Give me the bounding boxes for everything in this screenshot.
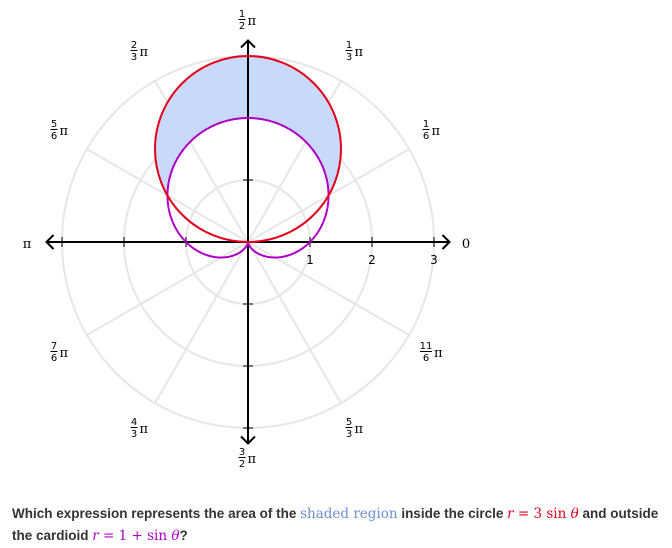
svg-text:2: 2 — [239, 459, 245, 470]
svg-text:π: π — [248, 452, 257, 467]
svg-text:11: 11 — [420, 341, 433, 352]
grid-spoke — [154, 241, 249, 404]
svg-text:1: 1 — [346, 40, 352, 51]
axis-arrow — [240, 435, 256, 445]
radial-tick-3: 3 — [430, 253, 438, 267]
question-text: Which expression represents the area of … — [12, 503, 668, 547]
svg-text:2: 2 — [239, 21, 245, 32]
shaded-region-term: shaded region — [300, 506, 398, 522]
axis-arrow — [240, 39, 256, 49]
question-middle-2: and outside the cardioid — [12, 506, 659, 543]
svg-text:1: 1 — [239, 9, 245, 20]
svg-text:π: π — [60, 124, 69, 139]
svg-text:4: 4 — [131, 417, 137, 428]
svg-text:5: 5 — [51, 119, 57, 130]
grid-spoke — [247, 241, 410, 336]
svg-text:π: π — [248, 14, 257, 29]
svg-text:6: 6 — [423, 353, 429, 364]
svg-text:3: 3 — [131, 429, 137, 440]
svg-text:π: π — [60, 346, 69, 361]
circle-equation: r = 3 sin θ — [507, 506, 579, 522]
svg-text:6: 6 — [423, 131, 429, 142]
svg-text:3: 3 — [239, 447, 245, 458]
svg-text:7: 7 — [51, 341, 57, 352]
question-suffix: ? — [179, 528, 188, 543]
svg-text:π: π — [355, 45, 364, 60]
shaded-region — [155, 56, 341, 196]
svg-text:π: π — [23, 237, 32, 252]
axis-arrow — [45, 234, 55, 250]
svg-text:π: π — [432, 124, 441, 139]
circle-curve — [154, 55, 342, 243]
svg-text:6: 6 — [51, 353, 57, 364]
grid-spoke — [86, 241, 249, 336]
svg-text:6: 6 — [51, 131, 57, 142]
svg-text:π: π — [434, 346, 443, 361]
grid-spoke — [247, 241, 342, 404]
svg-text:π: π — [140, 422, 149, 437]
radial-tick-1: 1 — [306, 253, 314, 267]
svg-text:1: 1 — [423, 119, 429, 130]
question-prefix: Which expression represents the area of … — [12, 506, 301, 521]
angle-label-0: 0 — [462, 237, 470, 252]
cardioid-curve — [166, 116, 330, 259]
axis-arrow — [441, 234, 451, 250]
svg-text:2: 2 — [131, 40, 137, 51]
cardioid-equation: r = 1 + sin θ — [92, 528, 180, 544]
question-middle: inside the circle — [397, 506, 508, 521]
svg-text:5: 5 — [346, 417, 352, 428]
angle-label-pi: π — [23, 237, 32, 252]
svg-text:0: 0 — [462, 237, 470, 252]
radial-tick-2: 2 — [368, 253, 376, 267]
svg-text:3: 3 — [346, 52, 352, 63]
svg-text:3: 3 — [131, 52, 137, 63]
svg-text:π: π — [355, 422, 364, 437]
svg-text:3: 3 — [346, 429, 352, 440]
radial-tick-labels: 1 2 3 — [306, 253, 438, 267]
svg-text:π: π — [140, 45, 149, 60]
